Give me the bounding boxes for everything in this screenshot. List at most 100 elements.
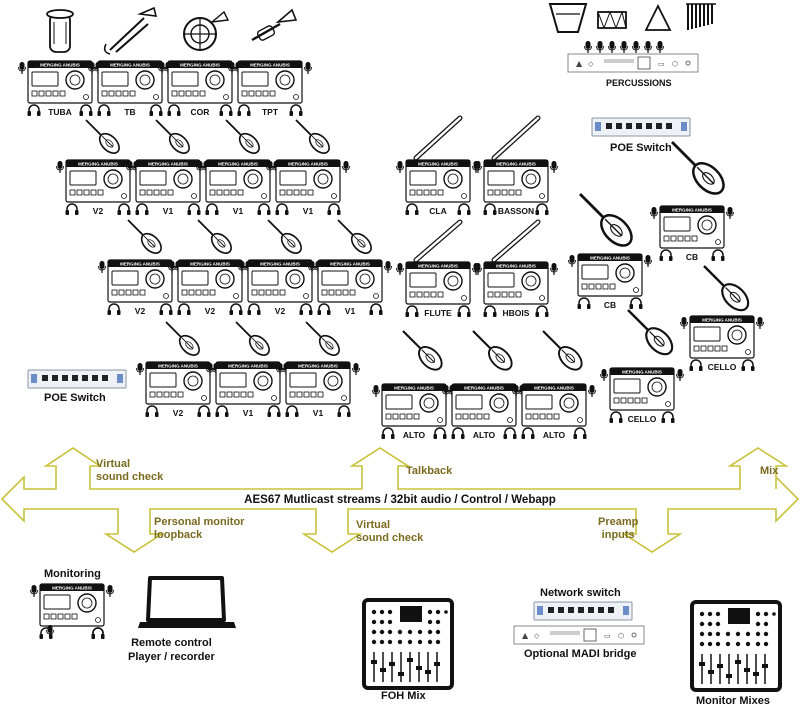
headphone-icon bbox=[658, 249, 674, 262]
microphone-icon bbox=[29, 584, 39, 598]
headphone-icon bbox=[482, 203, 498, 216]
percussion-group bbox=[548, 3, 716, 73]
microphone-icon bbox=[395, 262, 405, 276]
headphone-icon bbox=[158, 303, 174, 316]
microphone-icon bbox=[55, 160, 65, 174]
madi-bridge-unit bbox=[513, 625, 645, 645]
anubis-unit bbox=[65, 159, 131, 203]
microphone-icon bbox=[619, 40, 629, 54]
headphone-icon bbox=[228, 303, 244, 316]
headphone-icon bbox=[236, 104, 252, 117]
poe-switch-right bbox=[591, 117, 691, 137]
mix-text: Mix bbox=[760, 465, 779, 477]
violin-shape bbox=[197, 219, 236, 258]
violin-icon bbox=[127, 219, 166, 258]
anubis-unit bbox=[167, 60, 233, 104]
headphone-icon bbox=[572, 427, 588, 440]
station-label-cb: CB bbox=[686, 252, 698, 262]
microphone-icon bbox=[675, 368, 685, 382]
anubis-unit bbox=[107, 259, 173, 303]
headphone-icon bbox=[78, 104, 94, 117]
headphone-icon bbox=[380, 427, 396, 440]
anubis-unit bbox=[577, 253, 643, 297]
oboe-icon bbox=[491, 219, 541, 263]
station-label-v1: V1 bbox=[303, 206, 314, 216]
headphone-icon bbox=[576, 297, 592, 310]
violin-icon bbox=[295, 119, 334, 158]
station-label-cla: CLA bbox=[429, 206, 446, 216]
preamp-text: Preamp inputs bbox=[598, 516, 639, 541]
microphone-icon bbox=[395, 160, 405, 174]
violin-shape bbox=[702, 264, 755, 317]
anubis-unit bbox=[285, 361, 351, 405]
station-label-cello: CELLO bbox=[628, 414, 657, 424]
bassoon-icon bbox=[491, 115, 541, 161]
vsc1-text: Virtual sound check bbox=[96, 458, 164, 483]
station-label-tpt: TPT bbox=[262, 107, 279, 117]
poe-switch-left bbox=[27, 369, 127, 389]
headphone-icon bbox=[218, 104, 234, 117]
headphone-icon bbox=[608, 411, 624, 424]
station-label-alto: ALTO bbox=[543, 430, 566, 440]
violin-icon bbox=[401, 329, 447, 375]
headphone-icon bbox=[520, 427, 536, 440]
percussion-rack-unit bbox=[567, 53, 699, 73]
flute-icon bbox=[413, 219, 463, 263]
violin-icon bbox=[165, 321, 204, 360]
anubis-unit bbox=[135, 159, 201, 203]
violin-icon bbox=[225, 119, 264, 158]
microphone-icon bbox=[587, 384, 597, 398]
anubis-station[interactable] bbox=[29, 583, 115, 640]
headphone-icon bbox=[450, 427, 466, 440]
violin-icon bbox=[85, 119, 124, 158]
anubis-unit bbox=[145, 361, 211, 405]
headphone-icon bbox=[106, 303, 122, 316]
violin-shape bbox=[165, 321, 204, 360]
foh-mix-label: FOH Mix bbox=[381, 690, 426, 702]
violin-icon bbox=[267, 219, 306, 258]
microphone-icon bbox=[567, 254, 577, 268]
violin-shape bbox=[337, 219, 376, 258]
violin-shape bbox=[225, 119, 264, 158]
microphone-icon bbox=[135, 362, 145, 376]
monitoring-label: Monitoring bbox=[44, 568, 101, 580]
headphone-icon bbox=[482, 305, 498, 318]
microphone-icon bbox=[607, 40, 617, 54]
violin-shape bbox=[267, 219, 306, 258]
poe-switch-label-left: POE Switch bbox=[44, 392, 106, 404]
station-label-tb: TB bbox=[124, 107, 135, 117]
headphone-icon bbox=[710, 249, 726, 262]
headphone-icon bbox=[316, 303, 332, 316]
headphone-icon bbox=[534, 203, 550, 216]
percussions-label: PERCUSSIONS bbox=[606, 78, 672, 88]
label-mix: Mix bbox=[760, 465, 778, 478]
monitor-mixes-label: Monitor Mixes bbox=[696, 695, 770, 707]
station-label-cor: COR bbox=[191, 107, 210, 117]
anubis-unit bbox=[237, 60, 303, 104]
violin-shape bbox=[305, 321, 344, 360]
station-label-v2: V2 bbox=[275, 306, 286, 316]
label-virtual-sound-check-2: Virtual sound check bbox=[356, 519, 423, 545]
anubis-unit bbox=[689, 315, 755, 359]
microphone-icon bbox=[679, 316, 689, 330]
headphone-icon bbox=[90, 627, 106, 640]
headphone-icon bbox=[432, 427, 448, 440]
anubis-unit bbox=[177, 259, 243, 303]
violin-icon bbox=[155, 119, 194, 158]
station-label-v1: V1 bbox=[163, 206, 174, 216]
station-label-v1: V1 bbox=[243, 408, 254, 418]
violin-shape bbox=[578, 192, 639, 253]
microphone-icon bbox=[303, 61, 313, 75]
anubis-unit bbox=[659, 205, 725, 249]
violin-shape bbox=[670, 140, 731, 201]
violin-icon bbox=[578, 192, 639, 253]
anubis-unit bbox=[97, 60, 163, 104]
violin-icon bbox=[235, 321, 274, 360]
anubis-unit bbox=[247, 259, 313, 303]
headphone-icon bbox=[166, 104, 182, 117]
headphone-icon bbox=[274, 203, 290, 216]
headphone-icon bbox=[186, 203, 202, 216]
violin-icon bbox=[471, 329, 517, 375]
station-label-alto: ALTO bbox=[473, 430, 496, 440]
